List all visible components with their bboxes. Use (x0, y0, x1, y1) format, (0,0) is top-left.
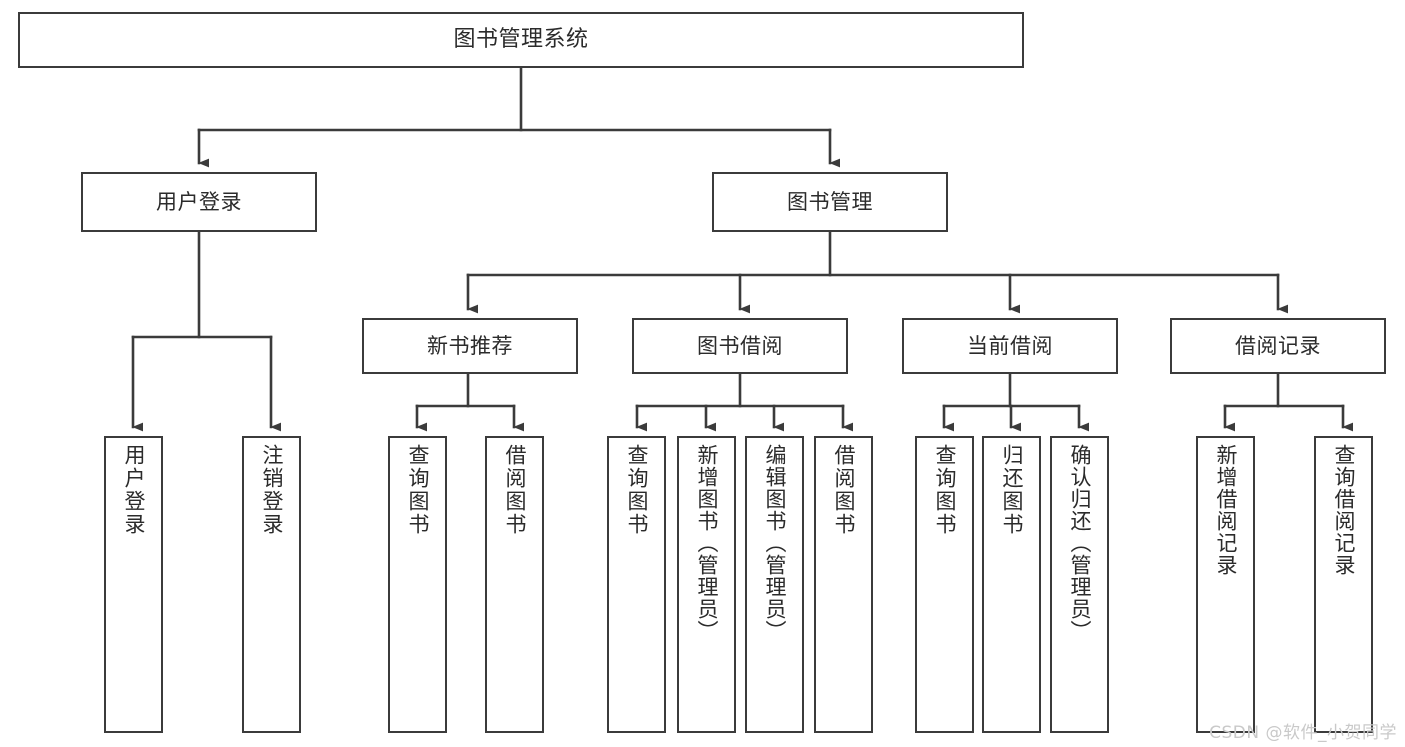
node-leaf-query-borrow-record[interactable]: 查询借阅记录 (1314, 436, 1373, 733)
node-book-manage-label: 图书管理 (787, 189, 873, 214)
node-leaf-add-borrow-record[interactable]: 新增借阅记录 (1196, 436, 1255, 733)
node-current-borrow-label: 当前借阅 (967, 333, 1053, 358)
node-leaf-return-book[interactable]: 归还图书 (982, 436, 1041, 733)
node-leaf-confirm-return-admin[interactable]: 确认归还（管理员） (1050, 436, 1109, 733)
node-leaf-borrow-book-1[interactable]: 借阅图书 (485, 436, 544, 733)
node-leaf-query-borrow-record-label: 查询借阅记录 (1332, 444, 1356, 576)
node-leaf-query-book-1[interactable]: 查询图书 (388, 436, 447, 733)
node-root-system[interactable]: 图书管理系统 (18, 12, 1024, 68)
node-leaf-confirm-return-admin-label: 确认归还（管理员） (1068, 444, 1092, 642)
node-leaf-query-book-2[interactable]: 查询图书 (607, 436, 666, 733)
node-leaf-user-login-label: 用户登录 (122, 444, 146, 536)
node-new-book-recommend-label: 新书推荐 (427, 333, 513, 358)
node-leaf-add-borrow-record-label: 新增借阅记录 (1214, 444, 1238, 576)
node-leaf-add-book-admin-label: 新增图书（管理员） (695, 444, 719, 642)
node-leaf-edit-book-admin[interactable]: 编辑图书（管理员） (745, 436, 804, 733)
node-book-manage[interactable]: 图书管理 (712, 172, 948, 232)
node-leaf-logout-login[interactable]: 注销登录 (242, 436, 301, 733)
node-leaf-add-book-admin[interactable]: 新增图书（管理员） (677, 436, 736, 733)
node-leaf-query-book-1-label: 查询图书 (406, 444, 430, 536)
node-book-borrow-label: 图书借阅 (697, 333, 783, 358)
node-current-borrow[interactable]: 当前借阅 (902, 318, 1118, 374)
node-leaf-query-book-3[interactable]: 查询图书 (915, 436, 974, 733)
node-borrow-record-label: 借阅记录 (1235, 333, 1321, 358)
node-leaf-query-book-3-label: 查询图书 (933, 444, 957, 536)
node-leaf-edit-book-admin-label: 编辑图书（管理员） (763, 444, 787, 642)
node-leaf-borrow-book-2-label: 借阅图书 (832, 444, 856, 536)
node-root-system-label: 图书管理系统 (453, 27, 589, 53)
node-leaf-user-login[interactable]: 用户登录 (104, 436, 163, 733)
node-leaf-return-book-label: 归还图书 (1000, 444, 1024, 536)
node-new-book-recommend[interactable]: 新书推荐 (362, 318, 578, 374)
node-leaf-logout-login-label: 注销登录 (260, 444, 284, 536)
node-user-login[interactable]: 用户登录 (81, 172, 317, 232)
node-borrow-record[interactable]: 借阅记录 (1170, 318, 1386, 374)
node-leaf-query-book-2-label: 查询图书 (625, 444, 649, 536)
node-leaf-borrow-book-2[interactable]: 借阅图书 (814, 436, 873, 733)
node-user-login-label: 用户登录 (156, 189, 242, 214)
node-leaf-borrow-book-1-label: 借阅图书 (503, 444, 527, 536)
node-book-borrow[interactable]: 图书借阅 (632, 318, 848, 374)
csdn-watermark: CSDN @软件_小贺同学 (1209, 723, 1397, 743)
